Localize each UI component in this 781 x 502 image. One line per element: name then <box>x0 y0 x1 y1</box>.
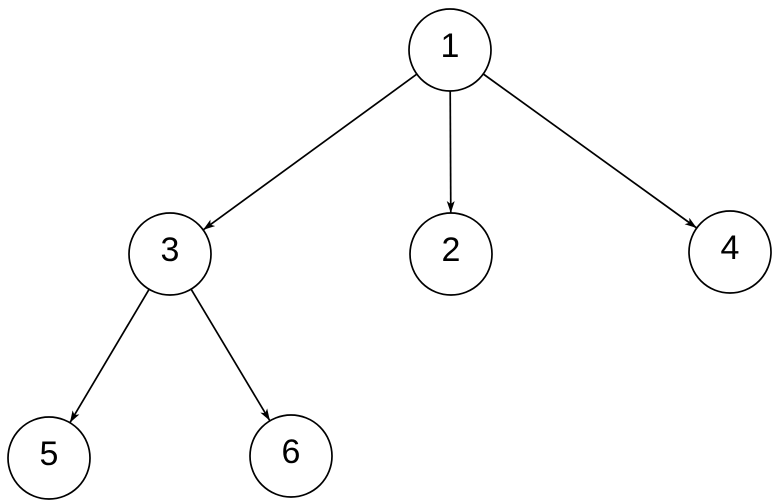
node-circle <box>409 212 493 296</box>
node-label: 1 <box>441 27 460 65</box>
node-label: 4 <box>721 229 740 267</box>
edges-layer <box>69 73 698 424</box>
nodes-layer: 1 2 3 4 5 6 <box>7 8 772 500</box>
node-circle <box>128 212 212 296</box>
tree-node-3: 3 <box>128 212 212 296</box>
node-circle <box>7 416 91 500</box>
edge-3-6 <box>190 288 271 422</box>
edge-1-4 <box>482 73 698 229</box>
edge-3-5 <box>69 288 150 424</box>
node-circle <box>408 8 492 92</box>
node-circle <box>249 414 333 498</box>
tree-node-4: 4 <box>688 210 772 294</box>
node-label: 3 <box>161 231 180 269</box>
node-label: 6 <box>282 433 301 471</box>
tree-node-1: 1 <box>408 8 492 92</box>
edge-1-2 <box>446 90 455 214</box>
node-label: 2 <box>442 231 461 269</box>
edge-1-3 <box>202 73 418 231</box>
tree-node-2: 2 <box>409 212 493 296</box>
tree-node-5: 5 <box>7 416 91 500</box>
tree-node-6: 6 <box>249 414 333 498</box>
node-label: 5 <box>40 435 59 473</box>
node-circle <box>688 210 772 294</box>
